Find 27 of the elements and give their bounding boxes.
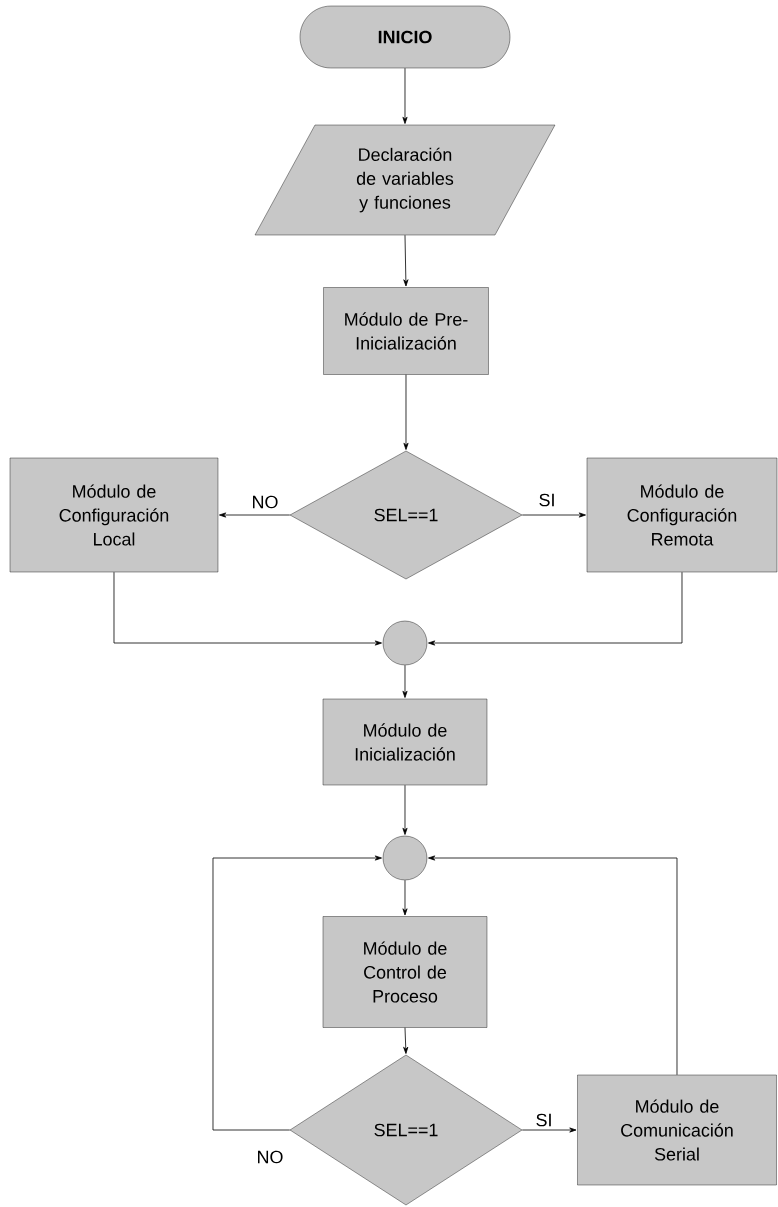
process-box: Módulo de Inicialización [322,698,488,786]
edge-label: SI [537,492,557,508]
process-box: Módulo de Control de Proceso [322,916,488,1028]
arrow [403,234,409,287]
arrow [402,784,408,835]
edge-label: NO [250,494,280,510]
arrow [428,571,683,646]
arrow [428,855,678,1076]
arrow [219,512,291,518]
arrow [403,1027,409,1054]
arrow [402,67,408,124]
connector-circle [382,835,428,881]
data-parallelogram: Declaración de variables y funciones [254,124,556,236]
arrow [402,664,408,698]
process-box: Módulo de Comunicación Serial [577,1074,777,1186]
process-box: Módulo de Configuración Remota [586,457,778,573]
connector-circle [382,620,428,666]
edge-label: NO [255,1149,285,1165]
arrow [402,879,408,916]
process-box: Módulo de Configuración Local [9,457,219,573]
arrow [521,1127,577,1133]
edge-label: SI [534,1112,554,1128]
arrow [212,855,382,1131]
process-box: Módulo de Pre-Inicialización [323,287,489,375]
arrow [113,571,382,646]
arrow [521,512,586,518]
arrow [403,374,409,450]
